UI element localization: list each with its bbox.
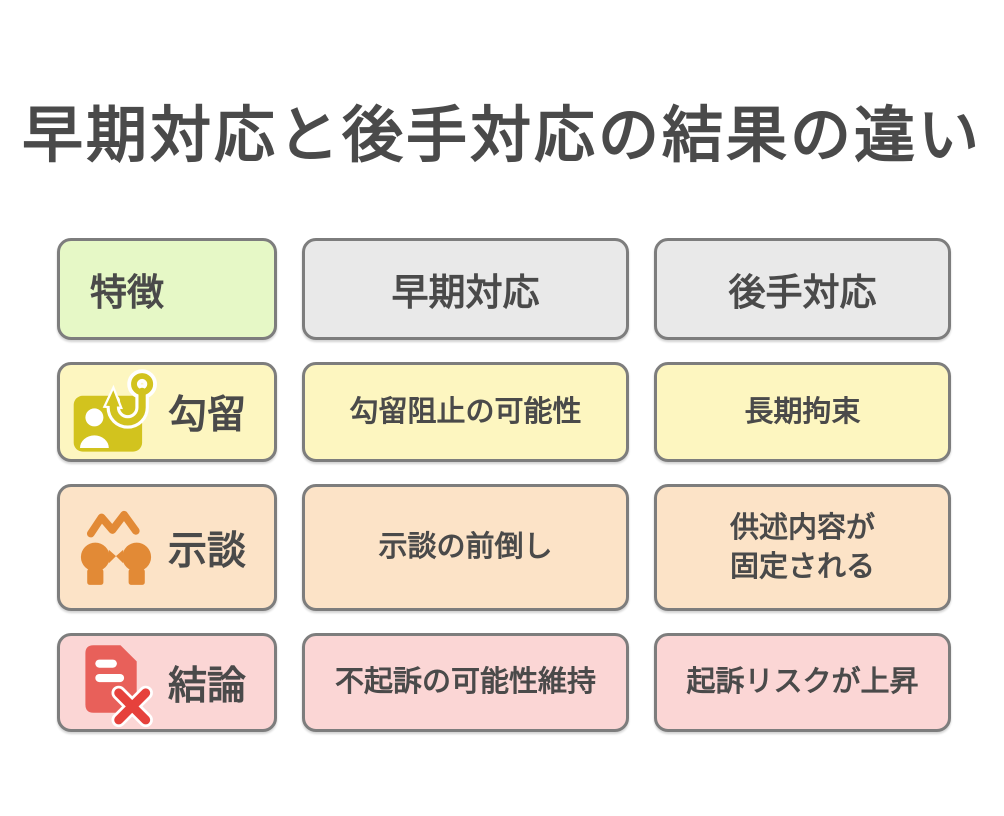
- cell-ketsuron-early-text: 不起訴の可能性維持: [334, 666, 596, 699]
- rejected-document-icon: [85, 644, 153, 727]
- comparison-table: 特徴 早期対応 後手対応 勾留: [57, 238, 951, 732]
- cell-koryu-late: 長期拘束: [654, 362, 951, 462]
- cell-koryu-early-text: 勾留阻止の可能性: [349, 395, 582, 428]
- cell-koryu-early: 勾留阻止の可能性: [302, 362, 629, 462]
- cell-jidan-early-text: 示談の前倒し: [378, 531, 553, 564]
- header-feature-label: 特徴: [90, 272, 164, 313]
- row-label-jidan-text: 示談: [168, 529, 247, 573]
- header-cell-late: 後手対応: [654, 238, 951, 340]
- cell-ketsuron-late: 起訴リスクが上昇: [654, 633, 951, 732]
- two-people-negotiation-icon: [80, 510, 152, 585]
- cell-koryu-late-text: 長期拘束: [744, 395, 861, 428]
- cell-ketsuron-early: 不起訴の可能性維持: [302, 633, 629, 732]
- row-label-jidan: 示談: [57, 484, 277, 611]
- row-label-koryu-text: 勾留: [168, 394, 247, 437]
- cell-ketsuron-late-text: 起訴リスクが上昇: [686, 666, 919, 699]
- cell-jidan-early: 示談の前倒し: [302, 484, 629, 611]
- row-label-koryu: 勾留: [57, 362, 277, 462]
- cell-jidan-late-text: 供述内容が 固定される: [729, 512, 875, 583]
- id-card-hook-icon: [73, 369, 157, 452]
- header-cell-early: 早期対応: [302, 238, 629, 340]
- row-label-ketsuron-text: 結論: [168, 664, 247, 708]
- header-early-label: 早期対応: [391, 272, 540, 313]
- header-cell-feature: 特徴: [57, 238, 277, 340]
- page-title: 早期対応と後手対応の結果の違い: [21, 101, 982, 169]
- header-late-label: 後手対応: [728, 272, 877, 313]
- row-label-ketsuron: 結論: [57, 633, 277, 732]
- cell-jidan-late: 供述内容が 固定される: [654, 484, 951, 611]
